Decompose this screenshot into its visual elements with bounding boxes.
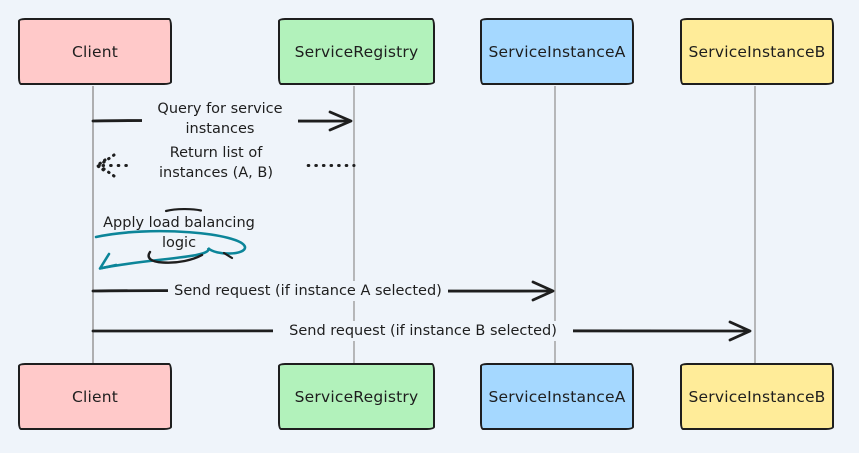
arrowhead-query bbox=[328, 110, 353, 132]
actor-label-service-instance-a: ServiceInstanceA bbox=[488, 42, 626, 61]
actor-label-service-instance-a: ServiceInstanceA bbox=[488, 387, 626, 406]
message-label-load-balancing: Apply load balancing logic bbox=[84, 213, 274, 253]
message-label-line: instances bbox=[185, 121, 255, 137]
actor-box-service-instance-a-bottom: ServiceInstanceA bbox=[480, 363, 634, 430]
arrowhead-return bbox=[96, 153, 116, 178]
actor-label-service-registry: ServiceRegistry bbox=[294, 42, 419, 61]
message-label-line: Query for service bbox=[157, 101, 283, 117]
actor-label-service-instance-b: ServiceInstanceB bbox=[688, 387, 826, 406]
actor-box-service-registry-top: ServiceRegistry bbox=[278, 18, 435, 85]
message-label-line: logic bbox=[161, 235, 197, 251]
actor-label-service-instance-b: ServiceInstanceB bbox=[688, 42, 826, 61]
message-label-return: Return list of instances (A, B) bbox=[129, 143, 303, 183]
actor-box-service-instance-b-bottom: ServiceInstanceB bbox=[680, 363, 834, 430]
message-label-line: Apply load balancing bbox=[103, 215, 255, 231]
message-label-line: Return list of bbox=[169, 145, 263, 161]
self-loop-tick bbox=[222, 251, 234, 260]
message-label-line: instances (A, B) bbox=[159, 165, 273, 181]
actor-label-service-registry: ServiceRegistry bbox=[294, 387, 419, 406]
actor-label-client: Client bbox=[71, 42, 119, 61]
arrowhead-send-a bbox=[531, 280, 555, 302]
message-label-query: Query for service instances bbox=[142, 99, 298, 139]
actor-box-service-registry-bottom: ServiceRegistry bbox=[278, 363, 435, 430]
actor-label-client: Client bbox=[71, 387, 119, 406]
message-label-send-b: Send request (if instance B selected) bbox=[273, 321, 573, 341]
self-loop-arrowhead bbox=[98, 252, 118, 270]
actor-box-service-instance-a-top: ServiceInstanceA bbox=[480, 18, 634, 85]
stroke-under-logic-word bbox=[147, 250, 204, 264]
arrowhead-return-inner bbox=[94, 158, 107, 173]
actor-box-client-bottom: Client bbox=[18, 363, 172, 430]
stroke-over-load-word bbox=[164, 207, 203, 213]
arrowhead-send-b bbox=[728, 320, 752, 342]
actor-box-client-top: Client bbox=[18, 18, 172, 85]
message-label-send-a: Send request (if instance A selected) bbox=[168, 281, 448, 301]
message-label-line: Send request (if instance B selected) bbox=[289, 323, 557, 339]
message-label-line: Send request (if instance A selected) bbox=[174, 283, 442, 299]
actor-box-service-instance-b-top: ServiceInstanceB bbox=[680, 18, 834, 85]
